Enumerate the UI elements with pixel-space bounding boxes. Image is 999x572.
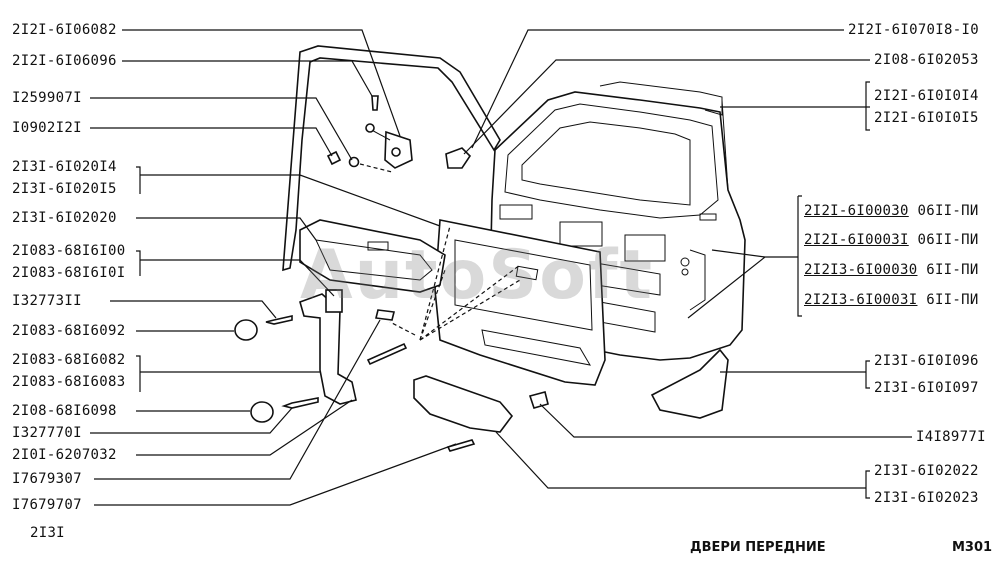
label-r6: I4I8977I bbox=[916, 429, 986, 445]
assembly-arrows bbox=[389, 225, 521, 341]
lower-trims bbox=[413, 348, 729, 433]
label-r2: 2I08-6I02053 bbox=[874, 52, 979, 68]
label-r3b: 2I2I-6I0I0I5 bbox=[874, 110, 979, 126]
label-l10b: 2I083-68I6083 bbox=[12, 374, 126, 390]
caps-screws bbox=[234, 315, 476, 452]
label-l2: 2I2I-6I06096 bbox=[12, 53, 117, 69]
lock-mechanism bbox=[326, 95, 472, 173]
label-l3: I259907I bbox=[12, 90, 82, 106]
armrest-pocket bbox=[299, 219, 446, 321]
model-code: 2I3I bbox=[30, 525, 65, 541]
label-l13: 2I0I-6207032 bbox=[12, 447, 117, 463]
label-r3a: 2I2I-6I0I0I4 bbox=[874, 88, 979, 104]
label-l1: 2I2I-6I06082 bbox=[12, 22, 117, 38]
label-l14: I7679307 bbox=[12, 471, 82, 487]
label-l5b: 2I3I-6I020I5 bbox=[12, 181, 117, 197]
door-trim-panel bbox=[434, 219, 606, 386]
label-r4c: 2I2I3-6I00030 6II-ПИ bbox=[804, 262, 979, 278]
label-r1: 2I2I-6I070I8-I0 bbox=[848, 22, 979, 38]
page-code: M301 bbox=[952, 540, 993, 555]
label-l4: I0902I2I bbox=[12, 120, 82, 136]
watermark: AutoSoft bbox=[300, 236, 655, 315]
label-l11: 2I08-68I6098 bbox=[12, 403, 117, 419]
label-r4a: 2I2I-6I00030 06II-ПИ bbox=[804, 203, 979, 219]
page-title: ДВЕРИ ПЕРЕДНИЕ bbox=[690, 540, 826, 555]
label-r5b: 2I3I-6I0I097 bbox=[874, 380, 979, 396]
glass-run-seal bbox=[282, 45, 501, 272]
label-l9: 2I083-68I6092 bbox=[12, 323, 126, 339]
label-l12: I327770I bbox=[12, 425, 82, 441]
label-r7a: 2I3I-6I02022 bbox=[874, 463, 979, 479]
label-l5a: 2I3I-6I020I4 bbox=[12, 159, 117, 175]
label-l6: 2I3I-6I02020 bbox=[12, 210, 117, 226]
label-l8: I32773II bbox=[12, 293, 82, 309]
label-l15: I7679707 bbox=[12, 497, 82, 513]
label-l7a: 2I083-68I6I00 bbox=[12, 243, 126, 259]
label-r4d: 2I2I3-6I0003I 6II-ПИ bbox=[804, 292, 979, 308]
label-r4b: 2I2I-6I0003I 06II-ПИ bbox=[804, 232, 979, 248]
label-r5a: 2I3I-6I0I096 bbox=[874, 353, 979, 369]
label-l10a: 2I083-68I6082 bbox=[12, 352, 126, 368]
leader-lines bbox=[90, 29, 912, 506]
label-l7b: 2I083-68I6I0I bbox=[12, 265, 126, 281]
label-r7b: 2I3I-6I02023 bbox=[874, 490, 979, 506]
